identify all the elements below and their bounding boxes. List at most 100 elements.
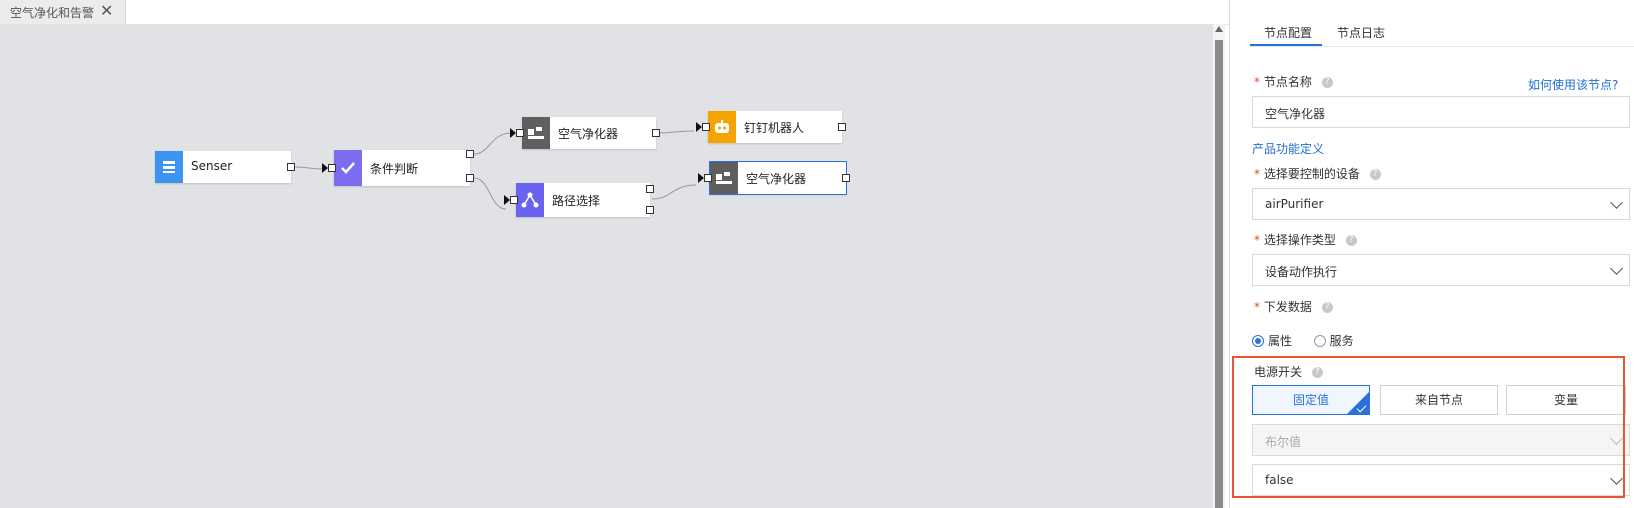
source-variable-button[interactable]: 变量: [1506, 385, 1626, 415]
output-port[interactable]: [287, 163, 295, 171]
edge-purifier1-dingtalk: [657, 130, 695, 134]
tab-node-log[interactable]: 节点日志: [1337, 26, 1386, 40]
select-value: airPurifier: [1265, 197, 1324, 211]
value-type-select: 布尔值: [1252, 424, 1630, 456]
node-route-select[interactable]: 路径选择: [504, 183, 654, 217]
node-dingtalk-robot[interactable]: 钉钉机器人: [696, 111, 846, 143]
select-placeholder: 布尔值: [1265, 435, 1302, 449]
chevron-down-icon: [1610, 262, 1623, 275]
active-tab-indicator: [1250, 44, 1322, 46]
output-port-2[interactable]: [646, 206, 654, 214]
node-label: 空气净化器: [558, 127, 619, 141]
source-fixed-value-button[interactable]: 固定值: [1252, 385, 1370, 415]
scrollbar-thumb[interactable]: [1215, 40, 1223, 508]
select-value: 设备动作执行: [1265, 265, 1338, 279]
help-icon[interactable]: ?: [1321, 302, 1333, 313]
node-air-purifier-2[interactable]: 空气净化器: [698, 161, 850, 195]
radio-service-label: 服务: [1329, 334, 1354, 348]
device-icon: [522, 117, 550, 149]
close-icon[interactable]: ✕: [100, 1, 114, 20]
required-mark: *: [1254, 167, 1260, 181]
label-text: 下发数据: [1263, 300, 1312, 314]
highlight-box: [1232, 356, 1625, 498]
power-switch-label: 电源开关 ?: [1254, 363, 1323, 380]
connection-lines: [293, 130, 697, 210]
source-from-node-button[interactable]: 来自节点: [1380, 385, 1498, 415]
sensor-icon: [155, 151, 183, 183]
tab-workflow[interactable]: 空气净化和告警 ✕: [0, 0, 126, 24]
input-port[interactable]: [510, 196, 518, 204]
input-arrow-icon: [504, 195, 510, 205]
radio-service[interactable]: [1313, 334, 1326, 347]
input-port[interactable]: [516, 129, 524, 137]
product-definition-link[interactable]: 产品功能定义: [1252, 142, 1325, 156]
node-label: 空气净化器: [746, 172, 807, 186]
input-arrow-icon: [698, 173, 704, 183]
node-name-label: * 节点名称 ?: [1254, 73, 1333, 90]
output-port-false[interactable]: [466, 174, 474, 182]
send-data-label: * 下发数据 ?: [1254, 298, 1333, 315]
radio-property-label: 属性: [1268, 334, 1293, 348]
node-label: 钉钉机器人: [744, 121, 805, 135]
input-arrow-icon: [322, 163, 328, 173]
node-senser[interactable]: Senser: [155, 151, 295, 183]
label-text: 选择操作类型: [1263, 233, 1336, 247]
input-port[interactable]: [702, 123, 710, 131]
edge-senser-condition: [293, 166, 323, 170]
bool-value-select[interactable]: false: [1252, 464, 1630, 496]
robot-icon: [708, 111, 736, 143]
tab-label: 空气净化和告警: [10, 6, 95, 20]
node-condition[interactable]: 条件判断: [322, 150, 474, 186]
scroll-up-icon[interactable]: [1215, 26, 1223, 32]
edge-condition-purifier1: [473, 132, 513, 155]
output-port[interactable]: [838, 123, 846, 131]
help-icon[interactable]: ?: [1321, 77, 1333, 88]
input-port[interactable]: [328, 164, 336, 172]
send-data-radio-group: 属性 服务: [1252, 332, 1354, 349]
help-icon[interactable]: ?: [1311, 367, 1323, 378]
required-mark: *: [1254, 75, 1260, 89]
how-to-use-link[interactable]: 如何使用该节点?: [1528, 78, 1619, 92]
node-label: 条件判断: [370, 162, 419, 176]
segment-label: 固定值: [1292, 393, 1329, 407]
input-arrow-icon: [696, 122, 702, 132]
segment-label: 来自节点: [1414, 393, 1463, 407]
input-arrow-icon: [510, 128, 516, 138]
required-mark: *: [1254, 300, 1260, 314]
panel-divider: [1229, 0, 1230, 508]
check-icon: [334, 150, 362, 186]
tabs-underline: [1250, 46, 1634, 47]
input-port[interactable]: [704, 174, 712, 182]
node-air-purifier-1[interactable]: 空气净化器: [510, 117, 660, 149]
op-type-label: * 选择操作类型 ?: [1254, 231, 1357, 248]
node-label: 路径选择: [552, 194, 601, 208]
node-name-input[interactable]: 空气净化器: [1252, 96, 1630, 128]
op-type-select[interactable]: 设备动作执行: [1252, 254, 1630, 286]
required-mark: *: [1254, 233, 1260, 247]
device-select[interactable]: airPurifier: [1252, 188, 1630, 220]
device-label: * 选择要控制的设备 ?: [1254, 165, 1381, 182]
flow-canvas[interactable]: Senser 条件判断 空气净化器 钉钉机器人: [0, 24, 1213, 508]
route-icon: [516, 183, 544, 217]
tab-node-config[interactable]: 节点配置: [1264, 26, 1313, 40]
help-icon[interactable]: ?: [1369, 169, 1381, 180]
chevron-down-icon: [1610, 196, 1623, 209]
label-text: 选择要控制的设备: [1263, 167, 1360, 181]
radio-property[interactable]: [1252, 334, 1264, 347]
label-text: 节点名称: [1263, 75, 1312, 89]
label-text: 电源开关: [1254, 365, 1303, 379]
node-config-panel: 节点配置 节点日志 * 节点名称 ? 如何使用该节点? 空气净化器 产品功能定义…: [1230, 0, 1634, 508]
output-port[interactable]: [652, 129, 660, 137]
edge-route-purifier2: [651, 184, 697, 200]
help-icon[interactable]: ?: [1345, 235, 1357, 246]
input-value: 空气净化器: [1265, 107, 1326, 121]
output-port[interactable]: [842, 174, 850, 182]
tab-bar: 空气净化和告警 ✕: [0, 0, 1230, 25]
node-label: Senser: [191, 159, 233, 173]
canvas-scrollbar[interactable]: [1213, 24, 1225, 508]
output-port-true[interactable]: [466, 150, 474, 158]
selected-corner: [1347, 392, 1369, 414]
segment-label: 变量: [1553, 393, 1578, 407]
select-value: false: [1265, 473, 1294, 487]
output-port-1[interactable]: [646, 185, 654, 193]
